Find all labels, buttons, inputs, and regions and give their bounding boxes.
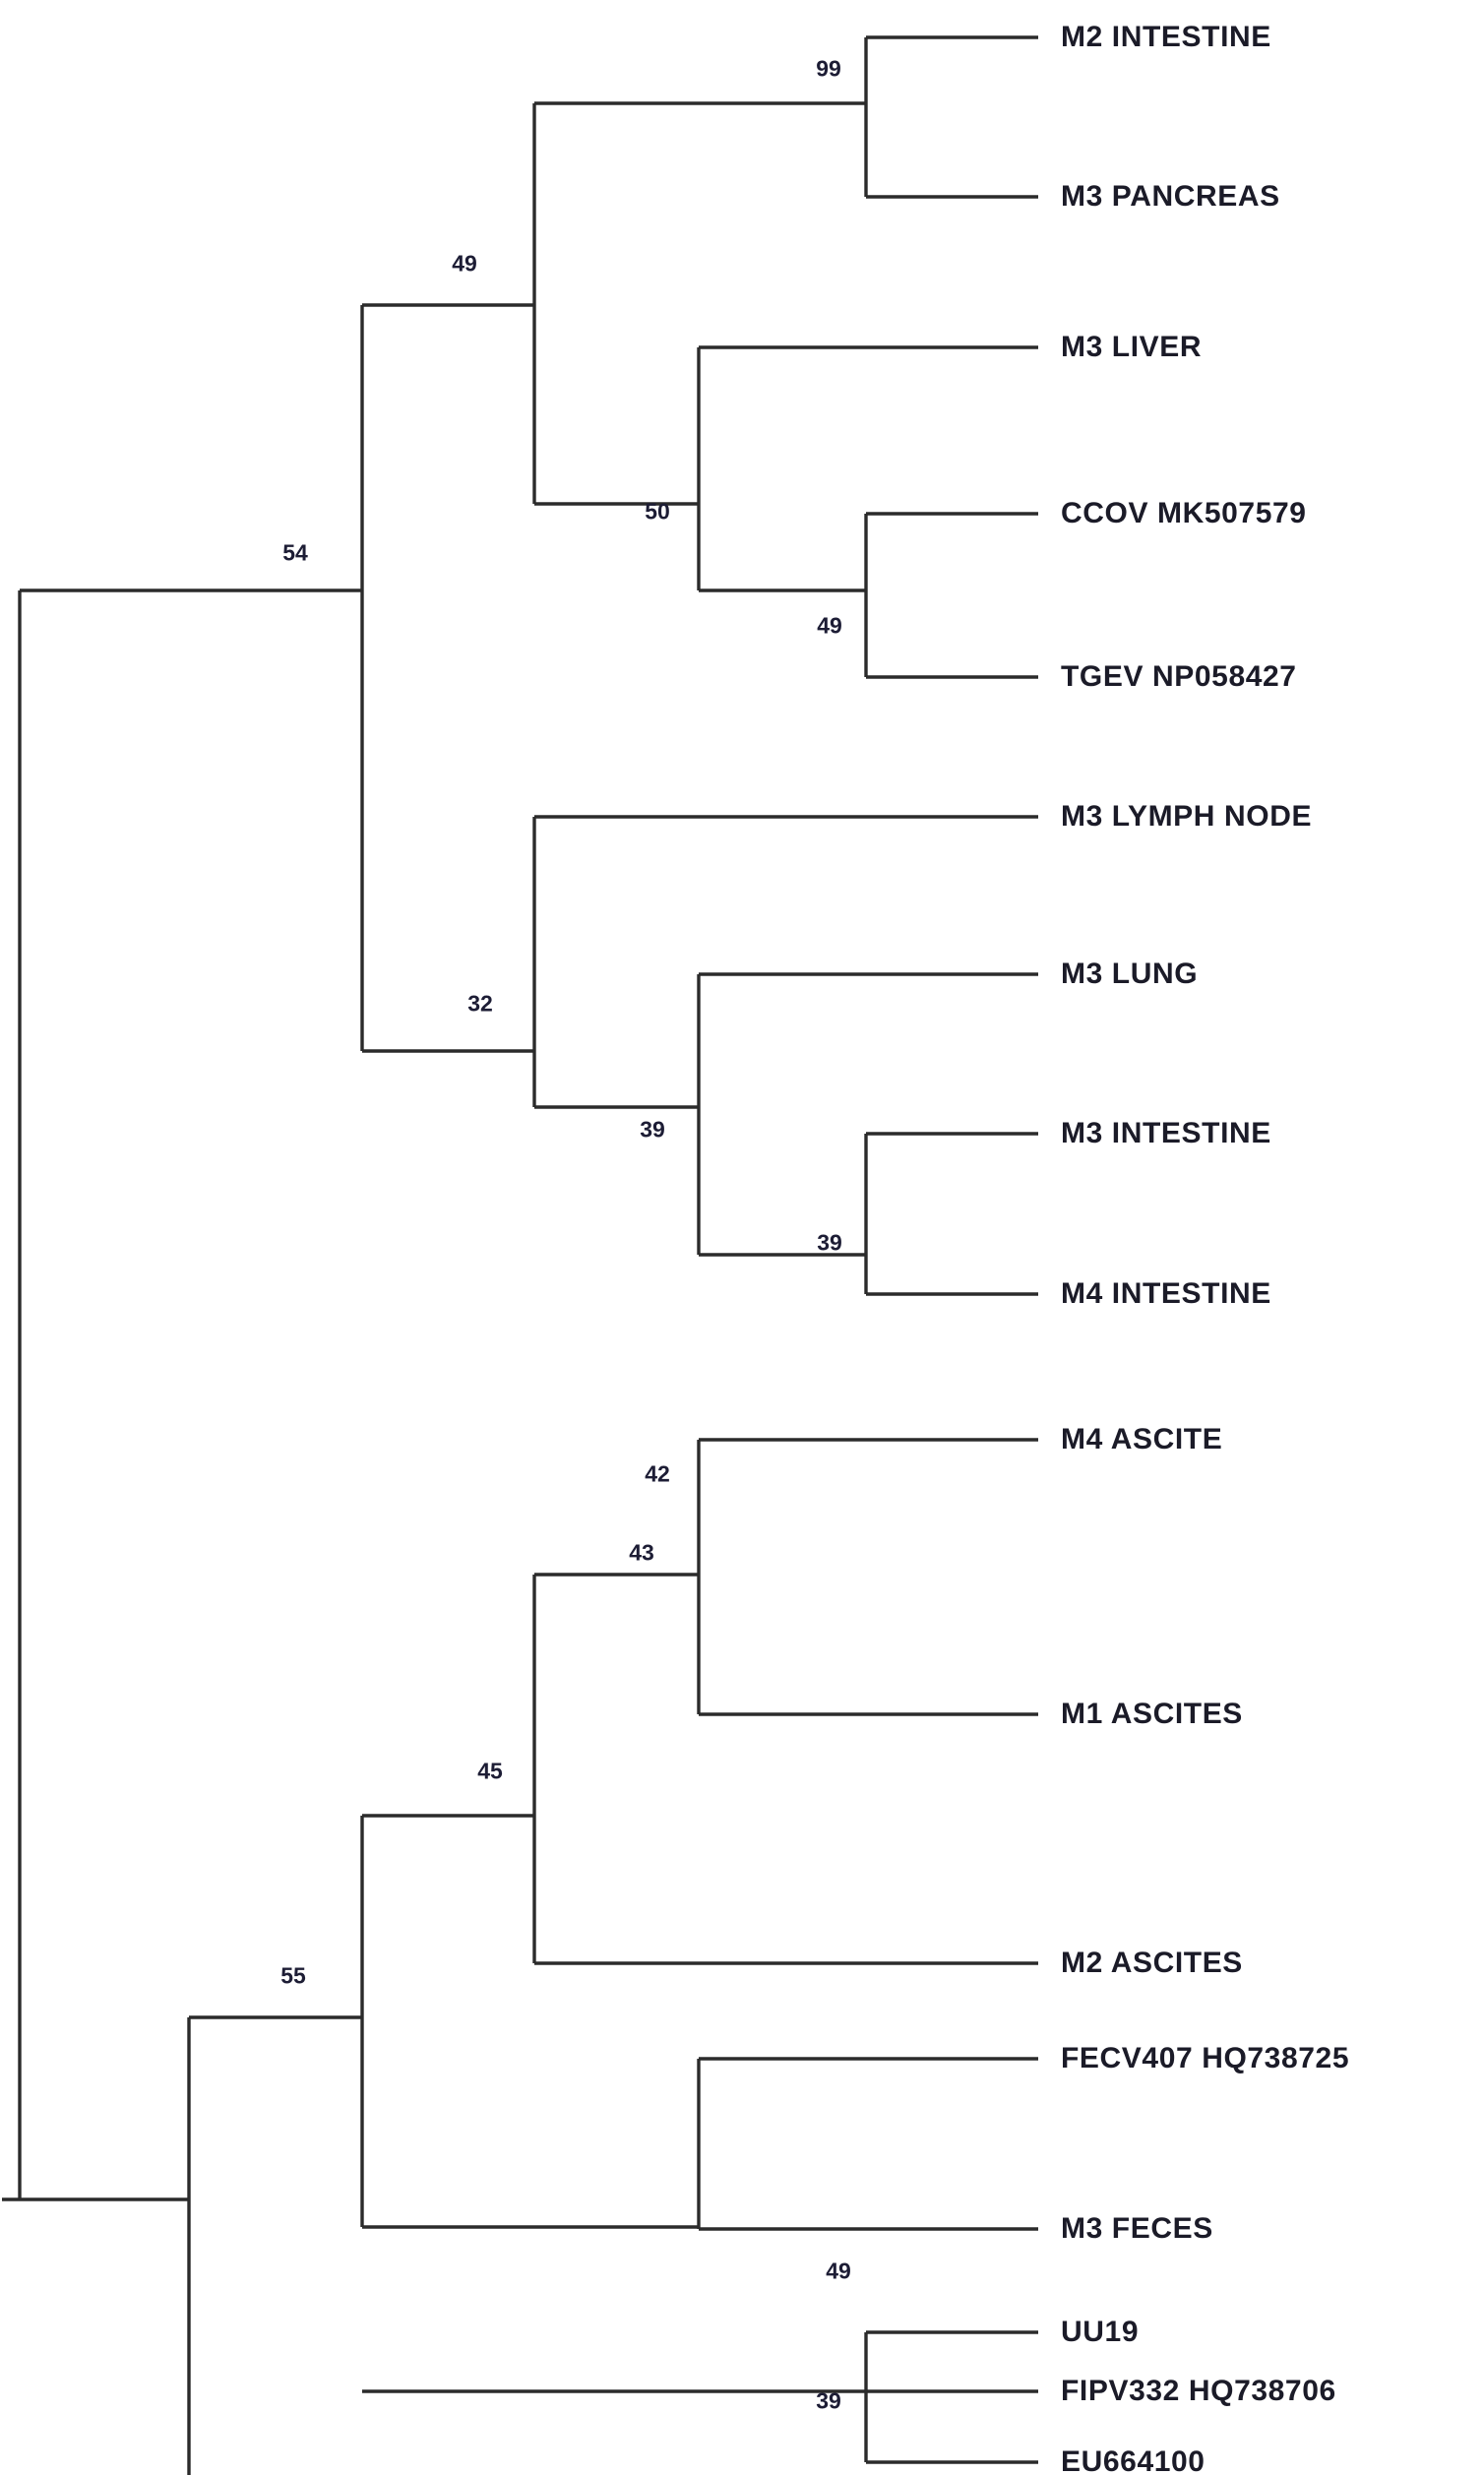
tip-label-m4-ascite: M4 ASCITE	[1061, 1423, 1223, 1455]
support-value-node-39-uu: 39	[816, 2387, 841, 2414]
support-value-node-55: 55	[280, 1962, 306, 1989]
tip-label-m3-feces: M3 FECES	[1061, 2212, 1213, 2245]
tip-label-ccov-mk507579: CCOV MK507579	[1061, 497, 1307, 529]
support-value-node-39-lung: 39	[640, 1116, 665, 1143]
support-value-node-43: 43	[629, 1539, 654, 1566]
tip-label-m1-ascites: M1 ASCITES	[1061, 1698, 1243, 1730]
tip-label-m2-ascites: M2 ASCITES	[1061, 1947, 1243, 1979]
tip-label-m3-pancreas: M3 PANCREAS	[1061, 180, 1280, 213]
tip-label-m3-lung: M3 LUNG	[1061, 958, 1199, 990]
tip-label-eu664100: EU664100	[1061, 2445, 1206, 2475]
support-value-node-49-fecv: 49	[826, 2258, 851, 2284]
tip-label-m3-intestine: M3 INTESTINE	[1061, 1117, 1271, 1149]
support-value-node-32: 32	[467, 990, 493, 1017]
support-value-node-45: 45	[477, 1758, 503, 1784]
support-value-node-49-top: 49	[452, 250, 477, 277]
support-value-node-54: 54	[282, 539, 308, 566]
support-value-node-39-int: 39	[817, 1229, 842, 1256]
tip-label-m4-intestine: M4 INTESTINE	[1061, 1277, 1271, 1310]
tip-label-uu19: UU19	[1061, 2316, 1140, 2348]
support-value-node-99: 99	[816, 55, 841, 82]
support-value-node-42: 42	[645, 1460, 670, 1487]
tip-label-fipv332-hq738706: FIPV332 HQ738706	[1061, 2375, 1336, 2407]
tip-label-tgev-np058427: TGEV NP058427	[1061, 660, 1297, 693]
tip-label-m3-liver: M3 LIVER	[1061, 331, 1203, 363]
tip-label-m3-lymph-node: M3 LYMPH NODE	[1061, 800, 1313, 833]
tip-label-m2-intestine: M2 INTESTINE	[1061, 21, 1271, 53]
support-value-node-49-ccov: 49	[817, 612, 842, 639]
support-value-node-50: 50	[645, 498, 670, 525]
tip-label-fecv407-hq738725: FECV407 HQ738725	[1061, 2042, 1350, 2074]
